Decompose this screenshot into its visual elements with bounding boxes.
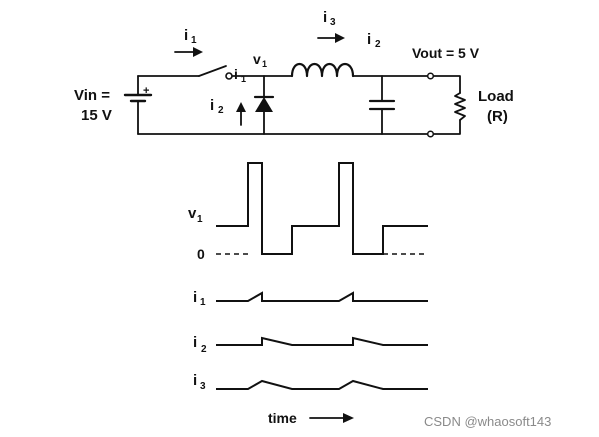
i1-node-label-sub: 1	[241, 74, 246, 84]
i2-diode-label-sub: 2	[218, 105, 224, 116]
battery-symbol: +	[123, 75, 153, 135]
i3-label: i	[323, 9, 327, 26]
arrow-up-icon	[236, 102, 246, 126]
i2-out-label-sub: 2	[375, 39, 381, 50]
vin-label-line2: 15 V	[81, 107, 112, 124]
arrow-right-icon	[309, 413, 354, 423]
i2-wave-label: i	[193, 334, 197, 351]
i2-waveform	[216, 336, 428, 346]
resistor-symbol	[454, 92, 466, 121]
v1-node-label-sub: 1	[262, 59, 267, 69]
v1-wave-label: v	[188, 205, 197, 222]
v1-node-label: v	[253, 51, 261, 67]
battery-plus-sign: +	[143, 85, 149, 97]
i3-label-sub: 3	[330, 17, 336, 28]
i2-out-label: i	[367, 31, 371, 48]
capacitor-symbol	[368, 75, 396, 135]
i2-wave-label-sub: 2	[201, 344, 207, 355]
i3-wave-label-sub: 3	[200, 381, 206, 392]
i1-wave-label: i	[193, 289, 197, 306]
bottom-wire-to-load	[432, 119, 461, 135]
i1-waveform	[216, 291, 428, 302]
time-label: time	[268, 410, 297, 426]
i1-label: i	[184, 27, 188, 44]
i1-node-label: i	[234, 66, 238, 82]
i2-diode-label: i	[210, 97, 214, 114]
zero-label: 0	[197, 246, 205, 262]
i1-label-sub: 1	[191, 35, 197, 46]
timing-waveforms: v 1 0 i 1 i 2 i 3 time	[188, 162, 428, 426]
circuit-schematic: +	[74, 9, 514, 138]
arrow-right-icon	[317, 33, 345, 43]
diode-symbol	[253, 75, 275, 135]
v1-waveform	[216, 162, 428, 255]
output-terminal-bottom	[426, 130, 435, 138]
switch-symbol	[198, 65, 233, 80]
output-terminal-top	[426, 72, 435, 80]
i3-waveform	[216, 379, 428, 390]
load-label-line2: (R)	[487, 108, 508, 125]
vout-label: Vout = 5 V	[412, 45, 480, 61]
vin-label-line1: Vin =	[74, 87, 110, 104]
load-label-line1: Load	[478, 88, 514, 105]
v1-wave-label-sub: 1	[197, 214, 203, 225]
i1-wave-label-sub: 1	[200, 297, 206, 308]
arrow-right-icon	[174, 47, 203, 57]
top-wire-to-load	[432, 75, 461, 94]
inductor-symbol	[290, 62, 355, 78]
i3-wave-label: i	[193, 372, 197, 389]
watermark-text: CSDN @whaosoft143	[424, 414, 551, 429]
